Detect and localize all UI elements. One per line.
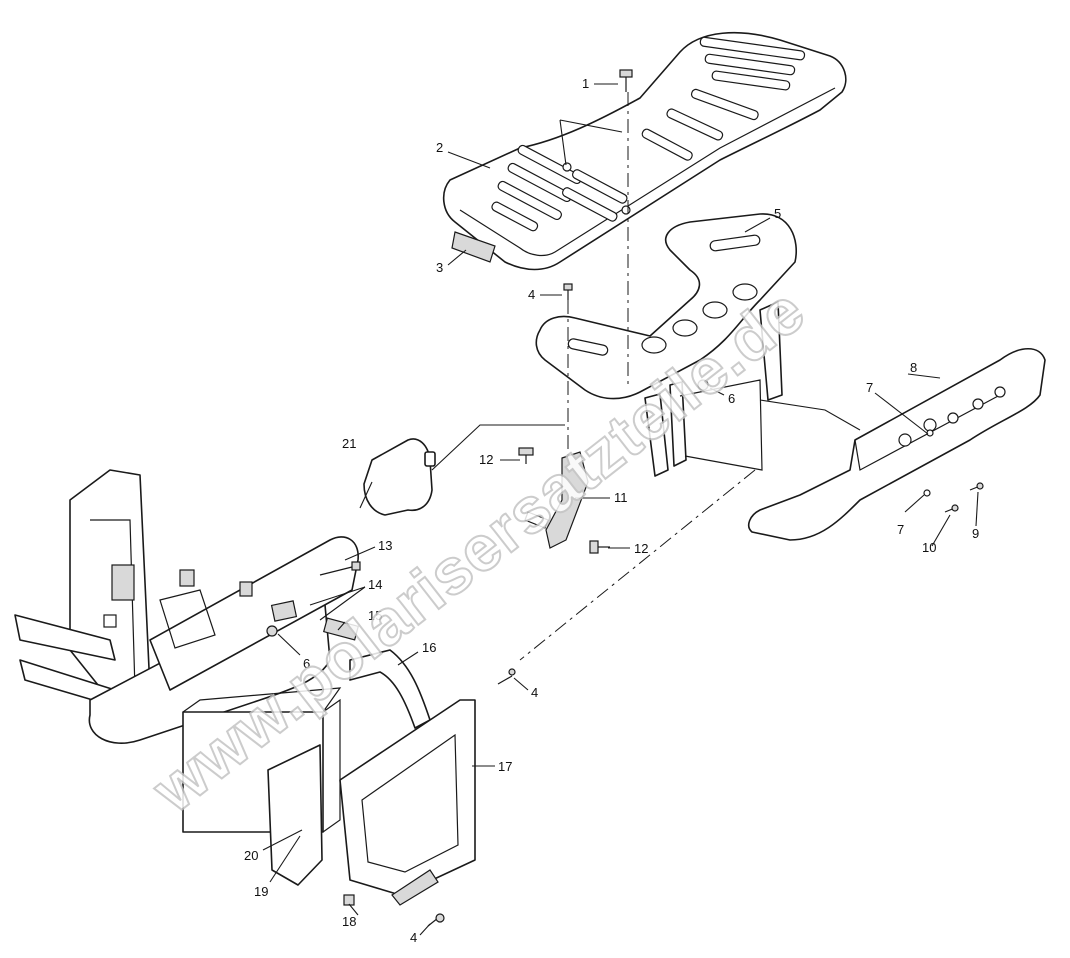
- callout-10: 10: [922, 540, 936, 555]
- hose: [349, 649, 431, 729]
- callout-21: 21: [342, 436, 356, 451]
- callout-7-upper: 7: [866, 380, 873, 395]
- callout-1: 1: [582, 76, 589, 91]
- callout-7-lower: 7: [897, 522, 904, 537]
- callout-18: 18: [342, 914, 356, 929]
- callout-17: 17: [498, 759, 512, 774]
- callout-leaders: [262, 83, 979, 936]
- callout-12-lower: 12: [634, 541, 648, 556]
- callout-11: 11: [614, 490, 628, 505]
- callout-16: 16: [422, 640, 436, 655]
- rack-support-frame: [535, 213, 797, 477]
- tail-light: [363, 438, 436, 516]
- reflector: [451, 231, 496, 263]
- rear-rack-tray: [442, 31, 847, 271]
- rear-bumper: [748, 347, 1046, 541]
- assembly-lines: [431, 92, 861, 661]
- callout-6-lower: 6: [303, 656, 310, 671]
- callout-labels: 1 2 3 4 4 4 5 6 6 7 7 8 9 10 11 12 12 13…: [244, 76, 979, 945]
- callout-12-upper: 12: [479, 452, 493, 467]
- callout-15: 15: [368, 608, 382, 623]
- callout-19: 19: [254, 884, 268, 899]
- callout-4-top: 4: [528, 287, 535, 302]
- callout-2: 2: [436, 140, 443, 155]
- side-shield: [267, 744, 323, 886]
- watermark-text: www.polarisersatzteile.de: [139, 274, 819, 827]
- callout-9: 9: [972, 526, 979, 541]
- light-bracket: [524, 451, 589, 549]
- callout-5: 5: [774, 206, 781, 221]
- hose-clamp: [322, 617, 360, 641]
- callout-4-mid: 4: [531, 685, 538, 700]
- callout-3: 3: [436, 260, 443, 275]
- rack-tray-slots: [491, 36, 806, 232]
- callout-13: 13: [378, 538, 392, 553]
- callout-6-upper: 6: [728, 391, 735, 406]
- callout-14: 14: [368, 577, 382, 592]
- retainer-block: [270, 600, 298, 622]
- fasteners: [266, 69, 984, 927]
- callout-20: 20: [244, 848, 258, 863]
- callout-4-bottom: 4: [410, 930, 417, 945]
- front-guard: [339, 699, 476, 906]
- callout-8: 8: [910, 360, 917, 375]
